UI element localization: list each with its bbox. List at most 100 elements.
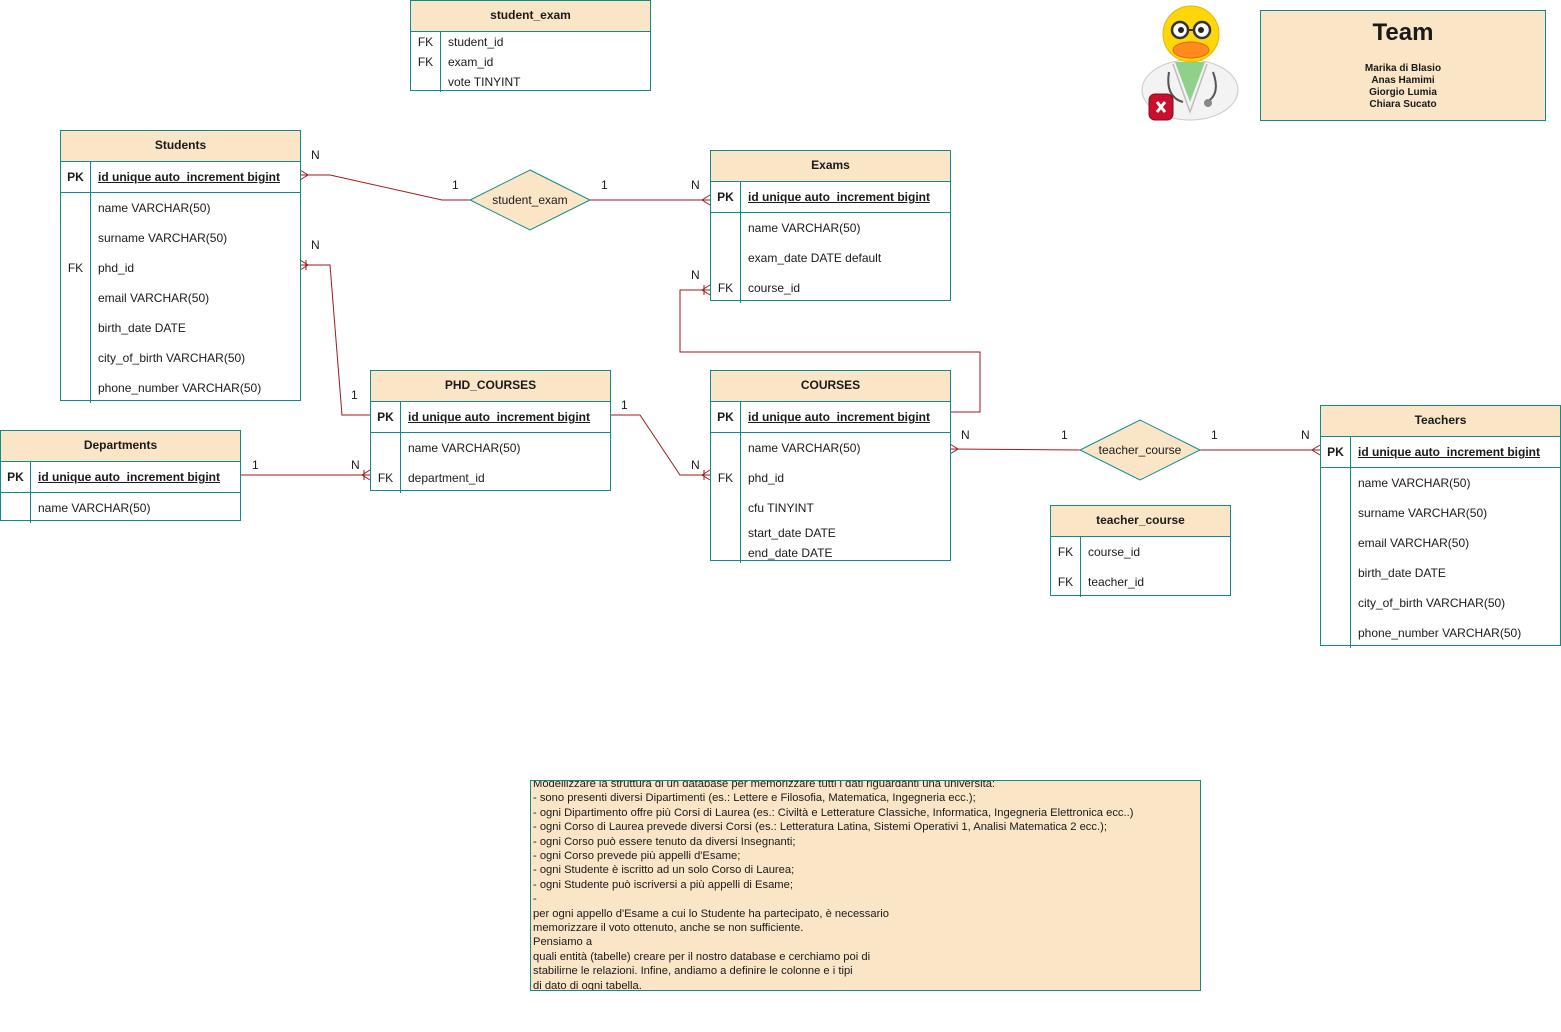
table-row[interactable]: name VARCHAR(50) [371, 433, 610, 463]
field-label: course_id [1088, 545, 1141, 559]
field-label: name VARCHAR(50) [748, 441, 861, 455]
table-row[interactable]: FK student_id [411, 32, 650, 52]
field-label: student_id [448, 35, 504, 49]
field-label: phd_id [748, 471, 785, 485]
table-row[interactable]: city_of_birth VARCHAR(50) [61, 343, 300, 373]
table-row[interactable]: start_date DATE [711, 523, 950, 543]
key-label [1321, 528, 1351, 558]
card-se-left: 1 [452, 178, 459, 192]
key-label [1321, 558, 1351, 588]
field-label: email VARCHAR(50) [98, 291, 210, 305]
assignment-note: Modellizzare la struttura di un database… [530, 780, 1201, 991]
note-line: - ogni Corso può essere tenuto da divers… [533, 835, 796, 848]
table-row[interactable]: phone_number VARCHAR(50) [61, 373, 300, 403]
table-row[interactable]: FK department_id [371, 463, 610, 493]
rel-student-exam-label: student_exam [492, 193, 567, 207]
field-label: surname VARCHAR(50) [1358, 506, 1488, 520]
line-students-student-exam [300, 174, 470, 201]
card-phd-dep: N [351, 458, 360, 472]
field-label: vote TINYINT [448, 75, 521, 89]
table-row[interactable]: name VARCHAR(50) [1, 493, 240, 523]
field-label: surname VARCHAR(50) [98, 231, 228, 245]
field-label: teacher_id [1088, 575, 1145, 589]
card-dep: 1 [252, 458, 259, 472]
field-label: department_id [408, 471, 485, 485]
card-se-right: 1 [601, 178, 608, 192]
key-label [61, 283, 91, 313]
crowfoot-courses-tc [949, 443, 959, 455]
key-label [61, 343, 91, 373]
table-title: Departments [1, 431, 240, 462]
crowfoot-exams-course [701, 284, 711, 296]
key-label [1321, 498, 1351, 528]
field-label: id unique auto_increment bigint [748, 410, 931, 424]
key-label [1321, 588, 1351, 618]
table-row[interactable]: phone_number VARCHAR(50) [1321, 618, 1560, 648]
table-row[interactable]: email VARCHAR(50) [61, 283, 300, 313]
note-line: Pensiamo a [533, 936, 593, 949]
field-label: id unique auto_increment bigint [38, 470, 221, 484]
table-row[interactable]: city_of_birth VARCHAR(50) [1321, 588, 1560, 618]
table-row[interactable]: name VARCHAR(50) [61, 193, 300, 223]
key-label [711, 493, 741, 523]
table-row[interactable]: name VARCHAR(50) [711, 433, 950, 463]
note-line: - sono presenti diversi Dipartimenti (es… [533, 792, 976, 805]
key-label: PK [711, 402, 741, 432]
team-title: Team [1372, 19, 1434, 46]
table-row[interactable]: name VARCHAR(50) [1321, 468, 1560, 498]
table-row[interactable]: surname VARCHAR(50) [1321, 498, 1560, 528]
table-row-pk[interactable]: PK id unique auto_increment bigint [711, 402, 950, 433]
table-row[interactable]: exam_date DATE default [711, 243, 950, 273]
key-label: FK [411, 32, 441, 52]
key-label: PK [371, 402, 401, 432]
key-label: FK [411, 52, 441, 72]
crowfoot-courses-phd [701, 469, 711, 481]
table-row[interactable]: name VARCHAR(50) [711, 213, 950, 243]
field-label: id unique auto_increment bigint [748, 190, 931, 204]
diamond-student-exam [468, 169, 592, 231]
table-row[interactable]: vote TINYINT [411, 72, 650, 92]
key-label: FK [371, 463, 401, 493]
card-courses-tc: N [961, 428, 970, 442]
team-member: Giorgio Lumia [1369, 87, 1437, 98]
note-line: stabilirne le relazioni. Infine, andiamo… [533, 965, 853, 978]
note-line: - ogni Corso prevede più appelli d'Esame… [533, 850, 741, 863]
table-row[interactable]: birth_date DATE [61, 313, 300, 343]
key-label: FK [711, 463, 741, 493]
table-row[interactable]: FK phd_id [711, 463, 950, 493]
field-label: course_id [748, 281, 801, 295]
table-row[interactable]: birth_date DATE [1321, 558, 1560, 588]
line-students-phd [300, 264, 370, 416]
table-row[interactable]: email VARCHAR(50) [1321, 528, 1560, 558]
table-row[interactable]: surname VARCHAR(50) [61, 223, 300, 253]
table-row[interactable]: end_date DATE [711, 543, 950, 563]
table-row[interactable]: cfu TINYINT [711, 493, 950, 523]
field-label: name VARCHAR(50) [1358, 476, 1471, 490]
team-member: Marika di Blasio [1364, 63, 1442, 74]
key-label [411, 72, 441, 92]
key-label: PK [61, 162, 91, 192]
note-line: quali entità (tabelle) creare per il nos… [533, 950, 871, 963]
note-line: di dato di ogni tabella. [533, 979, 642, 991]
key-label [711, 213, 741, 243]
card-students-se: N [311, 148, 320, 162]
key-label [711, 523, 741, 543]
